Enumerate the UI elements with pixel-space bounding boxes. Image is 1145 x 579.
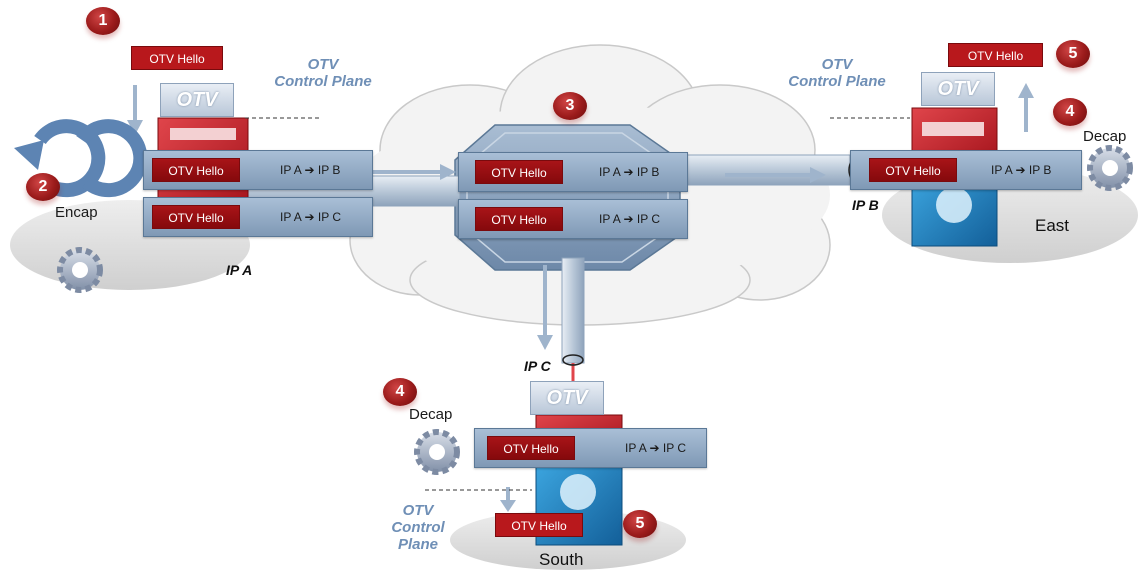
packet-route: IP A ➔ IP B [599,165,660,179]
site-label-east: East [1035,216,1070,235]
ip-c-label: IP C [524,358,551,374]
packet-route: IP A ➔ IP C [280,210,341,224]
step-1: 1 [86,7,120,35]
packet-hello: OTV Hello [152,158,240,182]
packet-east-arrival: OTV Hello IP A ➔ IP B [850,150,1082,190]
ip-b-label: IP B [852,197,879,213]
step-3: 3 [553,92,587,120]
packet-hello: OTV Hello [869,158,957,182]
ip-c-interface-ring [562,354,584,366]
step-5-east: 5 [1056,40,1090,68]
replication-arrowhead [14,140,44,170]
packet-core-to-c: OTV Hello IP A ➔ IP C [458,199,688,239]
east-otv-box: OTV [921,72,995,106]
control-plane-label-west: OTV Control Plane [258,56,388,90]
hello-message-east: OTV Hello [948,43,1043,67]
tube-south [561,257,585,364]
south-otv-box: OTV [530,381,604,415]
east-decap-gear-icon [1087,145,1133,191]
packet-hello: OTV Hello [475,207,563,231]
site-label-south: South [539,550,584,569]
decap-label-east: Decap [1083,128,1127,145]
packet-south-arrival: OTV Hello IP A ➔ IP C [474,428,707,468]
packet-route: IP A ➔ IP C [625,441,686,455]
encap-gear-icon [57,247,103,293]
multicast-replication-icon [34,119,148,198]
step-4-east: 4 [1053,98,1087,126]
packet-core-to-b: OTV Hello IP A ➔ IP B [458,152,688,192]
packet-route: IP A ➔ IP B [991,163,1052,177]
flow-arrows [133,85,1028,500]
south-decap-gear-icon [414,429,460,475]
control-plane-line: Control Plane [788,73,886,90]
ip-a-label: IP A [226,262,253,278]
control-plane-dashes [245,117,910,491]
packet-route: IP A ➔ IP B [280,163,341,177]
step-2: 2 [26,173,60,201]
encap-label: Encap [55,204,98,221]
step-4-south: 4 [383,378,417,406]
control-plane-line: Plane [397,536,439,553]
decap-label-south: Decap [409,406,453,423]
packet-west-to-b: OTV Hello IP A ➔ IP B [143,150,373,190]
control-plane-line: OTV [821,56,853,73]
packet-west-to-c: OTV Hello IP A ➔ IP C [143,197,373,237]
control-plane-label-east: OTV Control Plane [772,56,902,90]
arrow-heads [127,83,1034,512]
packet-hello: OTV Hello [487,436,575,460]
control-plane-line: Control [391,519,445,536]
west-otv-box: OTV [160,83,234,117]
control-plane-line: Control Plane [274,73,372,90]
packet-hello: OTV Hello [475,160,563,184]
hello-message-west: OTV Hello [131,46,223,70]
control-plane-line: OTV [307,56,339,73]
control-plane-label-south: OTV Control Plane [383,502,453,553]
packet-hello: OTV Hello [152,205,240,229]
tube-east [679,154,851,186]
hello-message-south: OTV Hello [495,513,583,537]
step-5-south: 5 [623,510,657,538]
packet-route: IP A ➔ IP C [599,212,660,226]
control-plane-line: OTV [402,502,434,519]
